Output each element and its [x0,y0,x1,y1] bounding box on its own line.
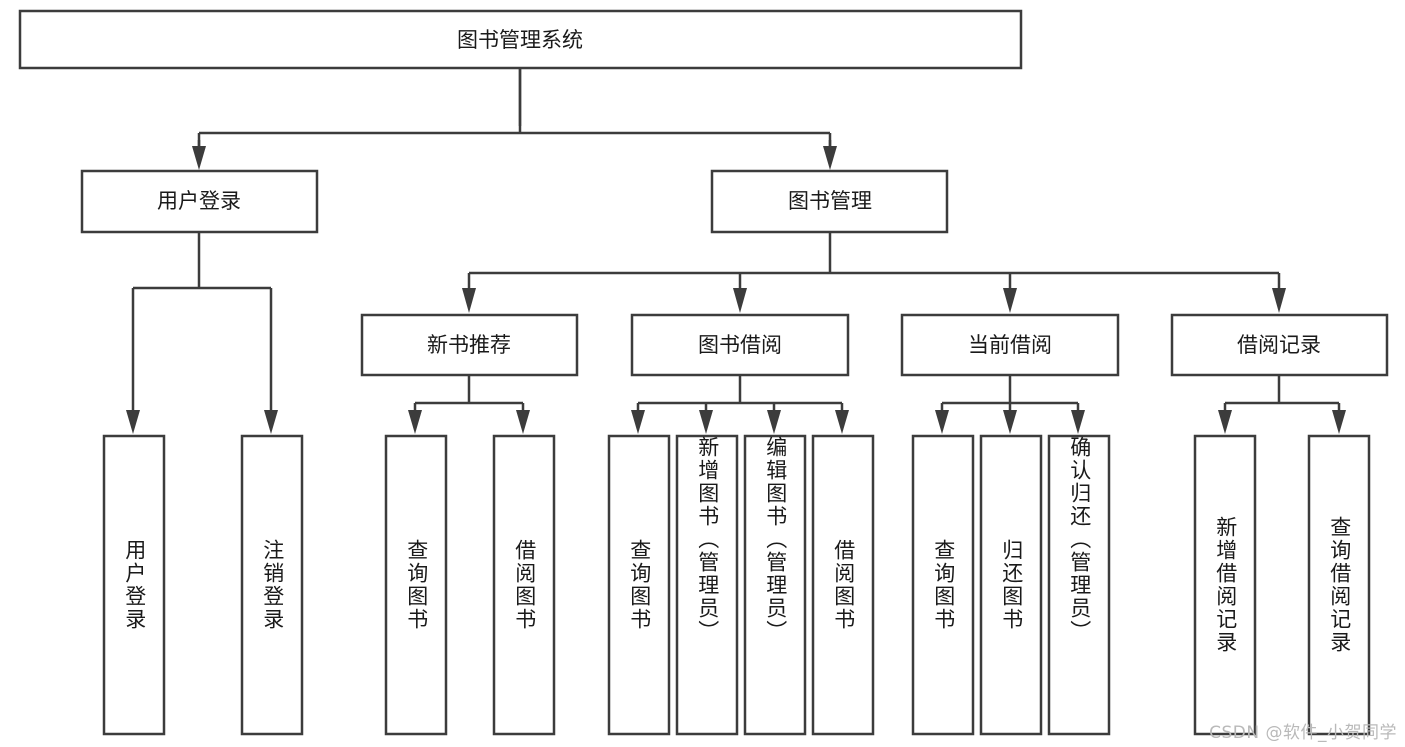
node-current-borrow-label: 当前借阅 [968,333,1052,357]
leaf-box-confirm-return[interactable] [1047,434,1111,736]
leaf-box-query-record[interactable] [1307,434,1371,736]
node-book-management[interactable]: 图书管理 [710,169,949,234]
node-borrow-record[interactable]: 借阅记录 [1170,313,1389,377]
node-new-book-recommend-label: 新书推荐 [427,333,511,357]
leaf-box-return-book[interactable] [979,434,1043,736]
leaf-box-logout-login[interactable] [240,434,304,736]
leaf-box-add-book[interactable] [675,434,739,736]
node-book-management-label: 图书管理 [788,189,872,213]
leaf-box-query-book-1[interactable] [384,434,448,736]
node-user-login[interactable]: 用户登录 [80,169,319,234]
leaf-box-edit-book[interactable] [743,434,807,736]
leaf-box-query-book-3[interactable] [911,434,975,736]
leaf-box-user-login[interactable] [102,434,166,736]
node-borrow-record-label: 借阅记录 [1237,333,1321,357]
node-current-borrow[interactable]: 当前借阅 [900,313,1120,377]
node-book-borrow[interactable]: 图书借阅 [630,313,850,377]
leaf-box-add-record[interactable] [1193,434,1257,736]
node-root-label: 图书管理系统 [457,28,583,52]
node-new-book-recommend[interactable]: 新书推荐 [360,313,579,377]
leaf-box-query-book-2[interactable] [607,434,671,736]
leaf-rects-layer [102,434,1371,736]
watermark-text: CSDN @软件_小贺同学 [1209,723,1397,743]
node-user-login-label: 用户登录 [157,189,241,213]
node-root[interactable]: 图书管理系统 [18,9,1023,70]
leaf-box-borrow-book-2[interactable] [811,434,875,736]
nodes-layer: 图书管理系统 用户登录 图书管理 新书推荐 图书借阅 当前 [18,9,1389,736]
leaf-box-borrow-book-1[interactable] [492,434,556,736]
edges-layer [0,68,1405,434]
node-book-borrow-label: 图书借阅 [698,333,782,357]
